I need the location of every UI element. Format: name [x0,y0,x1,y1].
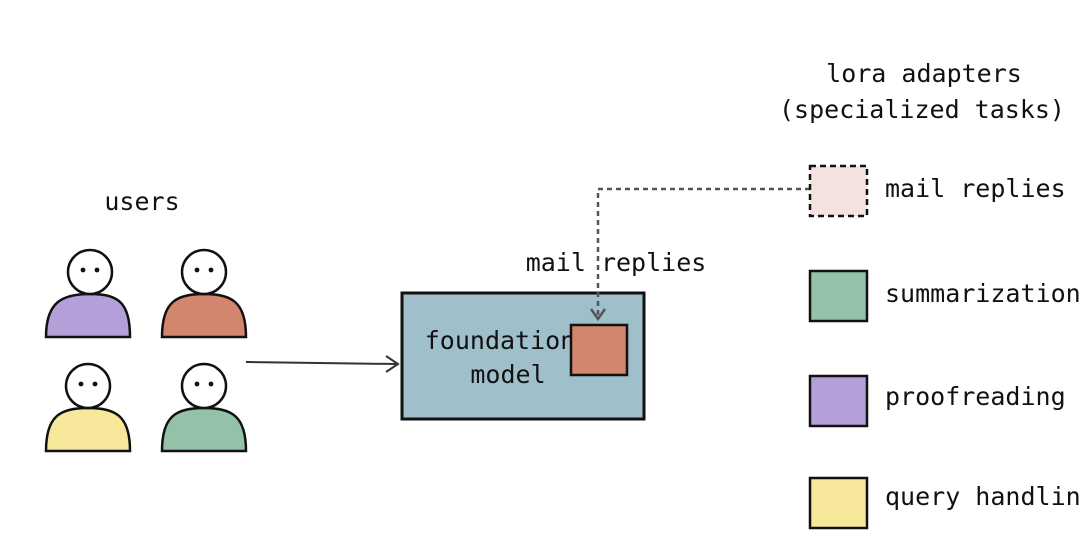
user-red-body [160,292,248,339]
adapter-label-summarization: summarization [885,279,1080,308]
active-adapter-slot [569,323,629,377]
foundation-model-label-line1: foundation [425,326,576,355]
user-yellow [44,362,132,453]
user-purple-eye-left [80,267,86,273]
users-label: users [104,187,179,216]
adapter-label-query-handling: query handling [885,482,1080,511]
adapter-label-mail-replies: mail replies [885,174,1066,203]
user-yellow-head [64,362,112,410]
user-green [160,362,248,453]
arrow-head-icon [385,355,400,373]
user-yellow-eye-right [92,381,98,387]
user-red-head [180,248,228,296]
adapter-swatch-proofreading [808,374,869,428]
user-red-eye-right [208,267,214,273]
user-red-eye-left [194,267,200,273]
user-green-eye-left [194,381,200,387]
connector-arrow-head-icon [589,308,607,322]
active-adapter-label: mail replies [526,248,707,277]
adapter-swatch-query-handling [808,476,869,530]
user-red [160,248,248,339]
adapter-swatch-mail-replies [808,164,869,218]
adapter-item-query-handling: query handling [808,476,1080,530]
user-yellow-eye-left [78,381,84,387]
adapter-connector [589,187,810,322]
adapter-item-summarization: summarization [808,269,1080,323]
dashed-connector-line [596,187,810,316]
user-purple-head [66,248,114,296]
arrow-shaft [245,361,397,365]
user-purple-eye-right [94,267,100,273]
user-green-eye-right [208,381,214,387]
adapter-item-mail-replies: mail replies [808,164,1066,218]
adapter-label-proofreading: proofreading [885,382,1066,411]
adapters-title-line2: (specialized tasks) [779,95,1065,124]
user-purple-body [44,292,132,339]
adapters-title-line1: lora adapters [826,59,1022,88]
user-green-head [180,362,228,410]
user-yellow-body [44,406,132,453]
foundation-model-label-line2: model [470,360,545,389]
adapter-swatch-summarization [808,269,869,323]
user-purple [44,248,132,339]
user-green-body [160,406,248,453]
users-to-model-arrow [245,355,400,373]
adapter-item-proofreading: proofreading [808,374,1066,428]
